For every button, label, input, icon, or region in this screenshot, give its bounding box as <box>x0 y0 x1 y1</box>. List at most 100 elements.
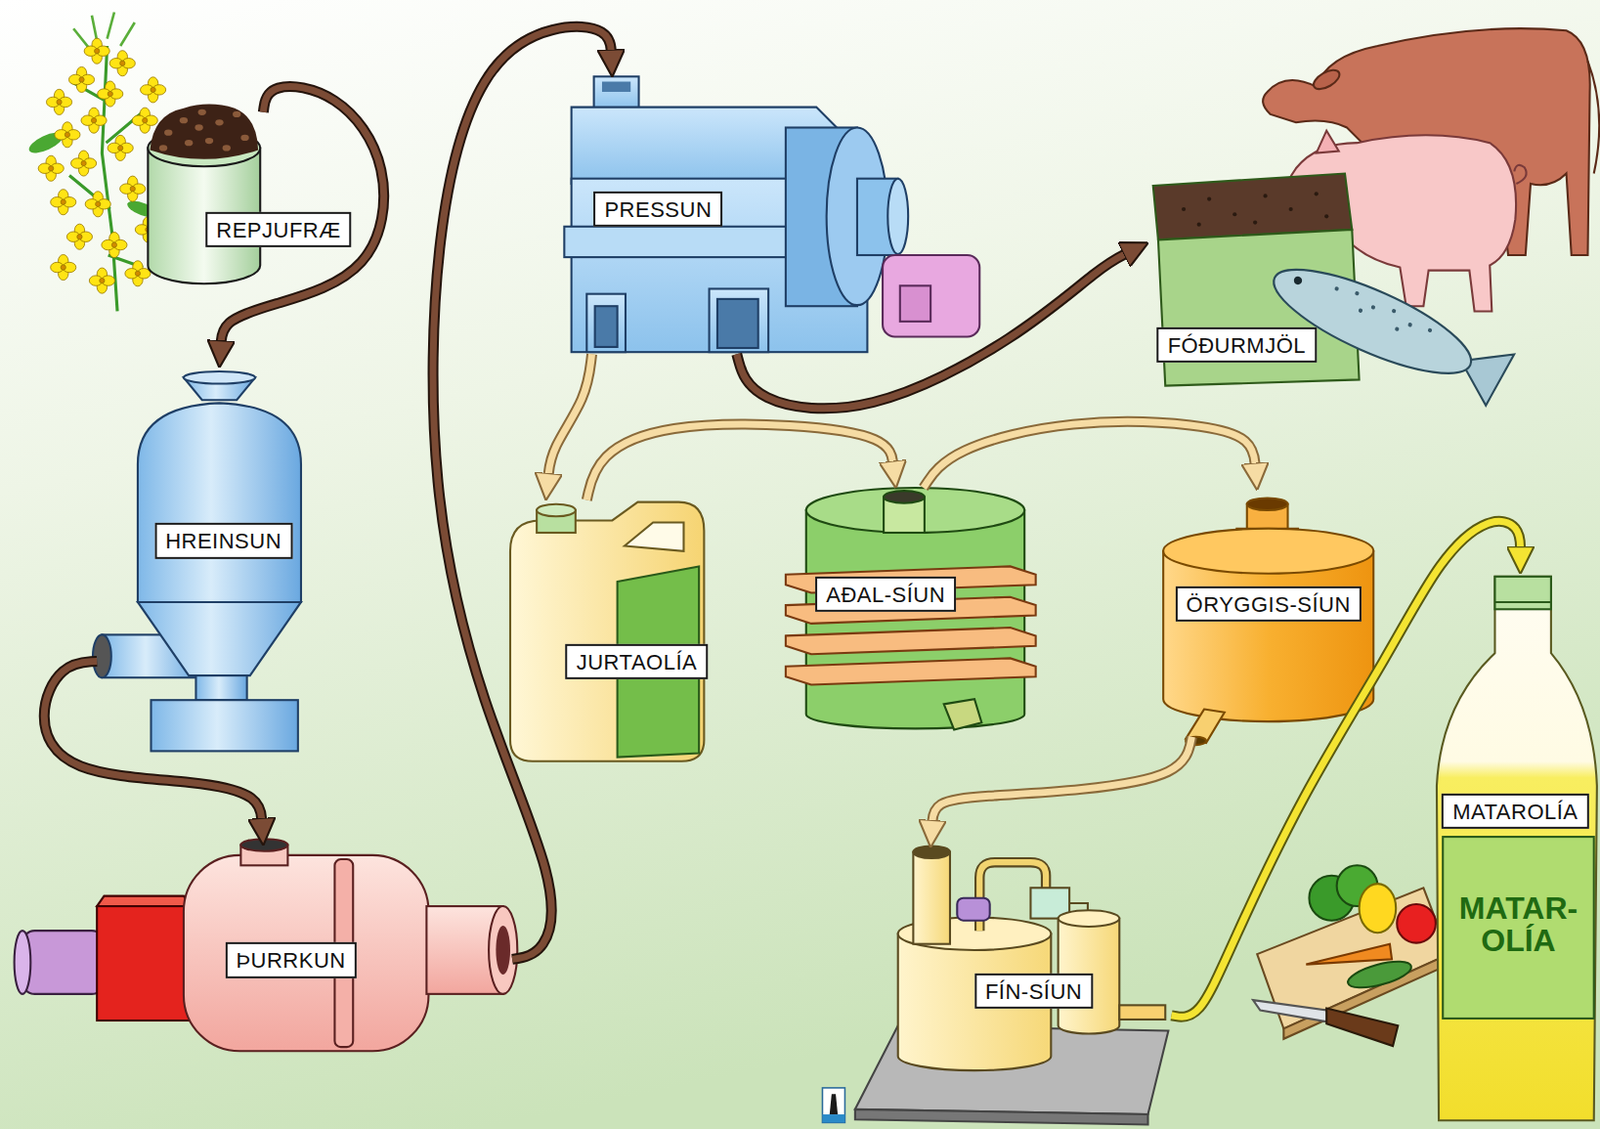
oil-press <box>882 255 980 338</box>
flow-connector <box>932 736 1193 826</box>
oil-can <box>510 502 704 762</box>
process-step: FÓÐURMJÖL <box>1148 15 1593 407</box>
illustration <box>14 12 1600 1125</box>
rapeseed-plant <box>84 38 110 64</box>
dryer <box>22 930 105 995</box>
dryer <box>14 838 519 1051</box>
step-label: ÖRYGGIS-SÍUN <box>1175 586 1362 622</box>
cleaning-silo <box>151 699 299 751</box>
dryer <box>240 838 288 852</box>
feed-animals <box>1316 130 1340 154</box>
rapeseed-plant <box>101 232 128 259</box>
dryer <box>14 930 32 995</box>
main-filter <box>785 657 1037 685</box>
process-step: PRESSUN <box>565 76 985 354</box>
fine-filter <box>912 852 951 945</box>
rapeseed-plant <box>125 260 151 287</box>
fish <box>1354 290 1361 297</box>
process-step: FÍN-SÍUN <box>847 847 1172 1129</box>
oil-bottle <box>1494 601 1551 604</box>
fish <box>1329 282 1435 345</box>
oil-press <box>717 299 759 348</box>
cutting-board <box>1345 955 1415 993</box>
dryer <box>183 855 430 1051</box>
main-filter <box>785 487 1037 730</box>
bottle-label-text: MATAR- OLÍA <box>1449 892 1587 958</box>
oil-press <box>563 76 980 352</box>
rapeseed-plant <box>46 88 73 115</box>
flow-arrow <box>43 661 262 824</box>
process-step: MATAROLÍAMATAR- OLÍA <box>1433 573 1600 1125</box>
flow-connector <box>923 422 1256 488</box>
flow-arrow-outline <box>586 424 894 500</box>
fine-filter <box>1119 1004 1166 1020</box>
oil-can <box>624 522 685 552</box>
rapeseed-plant <box>50 189 77 216</box>
rapeseed-plant <box>50 254 77 280</box>
main-filter <box>806 487 1025 533</box>
flow-arrow <box>1171 520 1521 1017</box>
feed-trough <box>1314 191 1319 196</box>
rapeseed-plant <box>120 175 146 202</box>
seed-bowl <box>184 139 193 146</box>
oil-press <box>594 76 640 109</box>
seed-bowl <box>147 103 260 284</box>
feed-trough <box>1262 193 1267 198</box>
rapeseed-plant <box>68 66 94 92</box>
feed-trough <box>1207 196 1211 201</box>
cleaning-silo <box>183 371 256 385</box>
cutting-board <box>1359 883 1397 933</box>
feed-animals <box>1310 66 1343 93</box>
flow-arrow <box>586 424 894 500</box>
cutting-board <box>1253 864 1449 1046</box>
publisher-logo <box>829 1093 838 1115</box>
feed-trough <box>1253 220 1257 225</box>
cleaning-silo <box>137 402 302 603</box>
oil-press <box>887 178 909 255</box>
flow-connector <box>43 661 262 824</box>
flow-arrow <box>923 422 1256 488</box>
flow-connector <box>548 353 593 478</box>
seed-bowl <box>179 117 188 124</box>
flow-connector <box>586 424 894 500</box>
step-label: PRESSUN <box>593 191 723 227</box>
dryer <box>495 925 511 975</box>
rapeseed-plant <box>140 77 167 103</box>
rapeseed-plant <box>88 267 115 294</box>
process-step: REPJUFRÆ <box>147 112 357 286</box>
rapeseed-plant <box>26 12 167 312</box>
oil-press <box>595 305 618 347</box>
step-label: ÞURRKUN <box>224 942 356 978</box>
oil-bottle <box>1494 576 1551 609</box>
process-step: HREINSUN <box>96 367 311 754</box>
cleaning-silo <box>137 602 302 676</box>
flow-arrow-outline <box>736 252 1129 409</box>
seed-bowl <box>240 134 249 141</box>
oil-press <box>586 294 626 353</box>
fine-filter <box>956 898 990 921</box>
rapeseed-plant <box>131 107 158 133</box>
oil-bottle <box>1436 576 1598 1121</box>
fish <box>1334 286 1341 293</box>
seed-bowl <box>198 109 207 116</box>
cleaning-silo <box>92 371 302 751</box>
seed-bowl <box>194 124 203 130</box>
cutting-board <box>1253 999 1332 1023</box>
rapeseed-plant <box>66 223 92 250</box>
rapeseed-plant <box>73 12 135 50</box>
seed-bowl <box>159 144 168 151</box>
oil-bottle <box>1436 576 1598 1121</box>
seed-bowl <box>222 144 231 151</box>
step-label: REPJUFRÆ <box>205 212 351 248</box>
dryer <box>96 896 191 907</box>
process-step: JURTAOLÍA <box>505 500 715 764</box>
cutting-board <box>1396 904 1436 944</box>
seed-bowl <box>149 103 259 159</box>
step-label: FÍN-SÍUN <box>974 973 1093 1009</box>
fish <box>1390 307 1397 314</box>
publisher-logo <box>821 1087 845 1123</box>
fish <box>1407 322 1414 329</box>
fish <box>1292 274 1303 286</box>
step-label: HREINSUN <box>154 522 293 559</box>
